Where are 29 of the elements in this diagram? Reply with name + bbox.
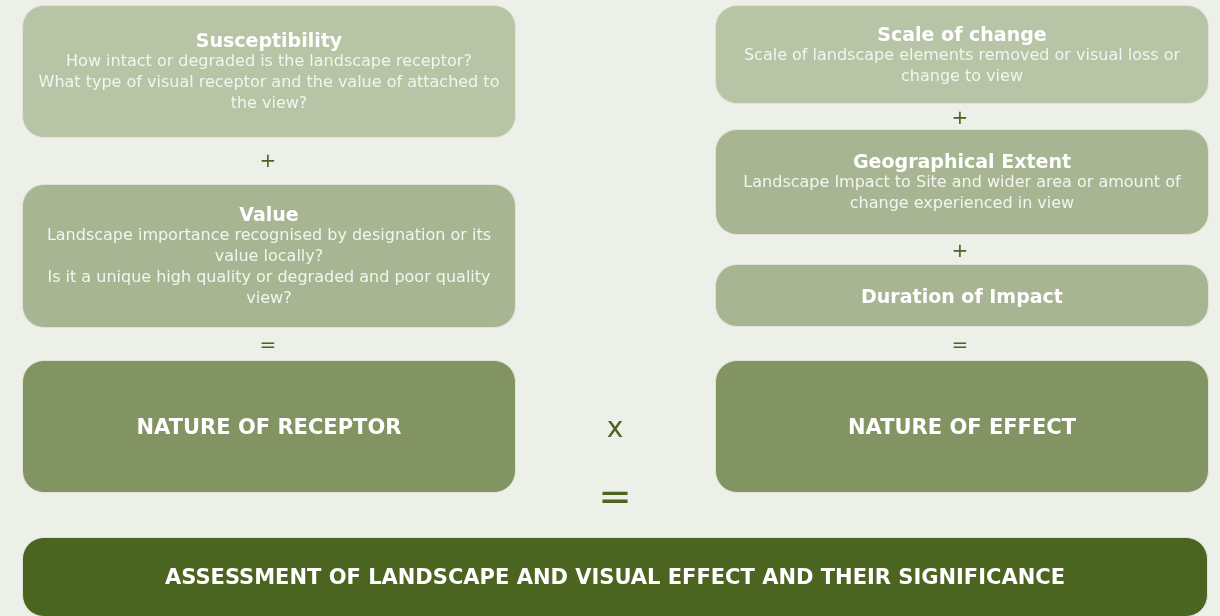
result-heading: NATURE OF RECEPTOR — [136, 414, 402, 439]
result-heading: NATURE OF EFFECT — [848, 414, 1076, 439]
factor-box — [715, 264, 1209, 327]
operator-sign: + — [950, 238, 970, 262]
factor-description: Scale of landscape elements removed or visual loss or change to view — [742, 44, 1182, 87]
result-box — [715, 360, 1209, 493]
result-box — [22, 537, 1208, 616]
factor-heading: Geographical Extent — [853, 150, 1071, 173]
operator-sign: + — [950, 105, 970, 129]
operator-sign: x — [605, 410, 625, 446]
factor-heading: Scale of change — [877, 22, 1047, 45]
operator-sign: = — [258, 332, 278, 356]
factor-heading: Susceptibility — [195, 29, 343, 52]
factor-heading: Duration of Impact — [861, 284, 1063, 307]
operator-sign: = — [950, 332, 970, 356]
factor-description: What type of visual receptor and the value of attached to the view? — [37, 72, 501, 114]
result-box — [22, 360, 516, 493]
factor-box — [22, 184, 516, 328]
factor-description: Landscape Impact to Site and wider area or amount of change experienced in view — [742, 172, 1182, 214]
operator-sign: = — [597, 474, 633, 518]
factor-box — [715, 5, 1209, 104]
factor-box — [715, 129, 1209, 235]
result-heading: ASSESSMENT OF LANDSCAPE AND VISUAL EFFECT AND THEIR SIGNIFICANCE — [165, 565, 1065, 589]
factor-box — [22, 5, 516, 138]
factor-description: Landscape importance recognised by designation or its value locally? — [45, 225, 493, 267]
factor-heading: Value — [239, 203, 299, 226]
factor-description: Is it a unique high quality or degraded and poor quality view? — [46, 267, 492, 309]
operator-sign: + — [258, 148, 278, 172]
factor-description: How intact or degraded is the landscape receptor? — [66, 51, 472, 73]
